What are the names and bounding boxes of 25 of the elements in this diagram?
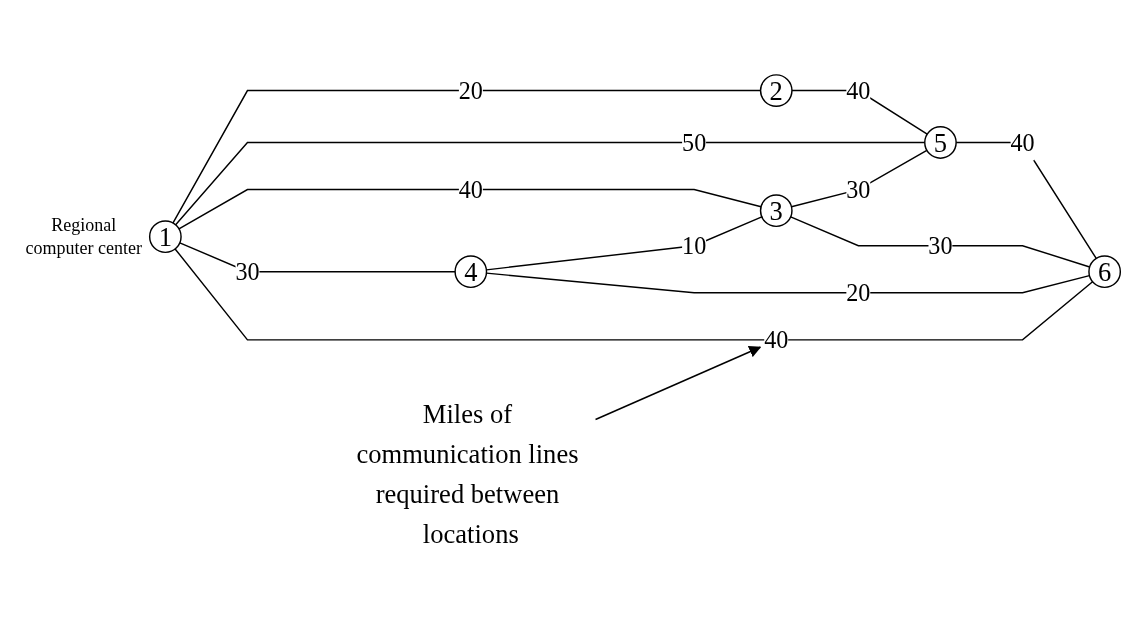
node-circle: 2 bbox=[759, 74, 793, 108]
edge-label: 30 bbox=[846, 176, 871, 204]
edge-label: 30 bbox=[235, 258, 260, 286]
edge-label: 40 bbox=[764, 326, 789, 354]
edge-label: 50 bbox=[682, 129, 707, 157]
node-text: Miles of communication lines required between locations bbox=[356, 399, 579, 550]
connector bbox=[174, 248, 1094, 341]
edge-label: 40 bbox=[1010, 129, 1035, 157]
node-circle: 6 bbox=[1088, 255, 1122, 289]
connector bbox=[789, 216, 1091, 268]
edge-label: 20 bbox=[458, 77, 483, 105]
edge-label: 30 bbox=[928, 232, 953, 260]
leader-line bbox=[594, 346, 762, 421]
edge-label: 20 bbox=[846, 279, 871, 307]
connector bbox=[178, 189, 762, 230]
connector bbox=[179, 242, 456, 273]
node-circle: 5 bbox=[924, 126, 957, 160]
edge-label: 10 bbox=[682, 232, 707, 260]
connector bbox=[790, 149, 928, 208]
node-circle: 1 bbox=[148, 220, 182, 254]
edge-label: 40 bbox=[846, 77, 871, 105]
node-caption: Regional computer center bbox=[24, 214, 143, 260]
node-circle: 3 bbox=[759, 194, 793, 228]
edge-label: 40 bbox=[458, 176, 483, 204]
node-circle: 4 bbox=[454, 255, 488, 289]
